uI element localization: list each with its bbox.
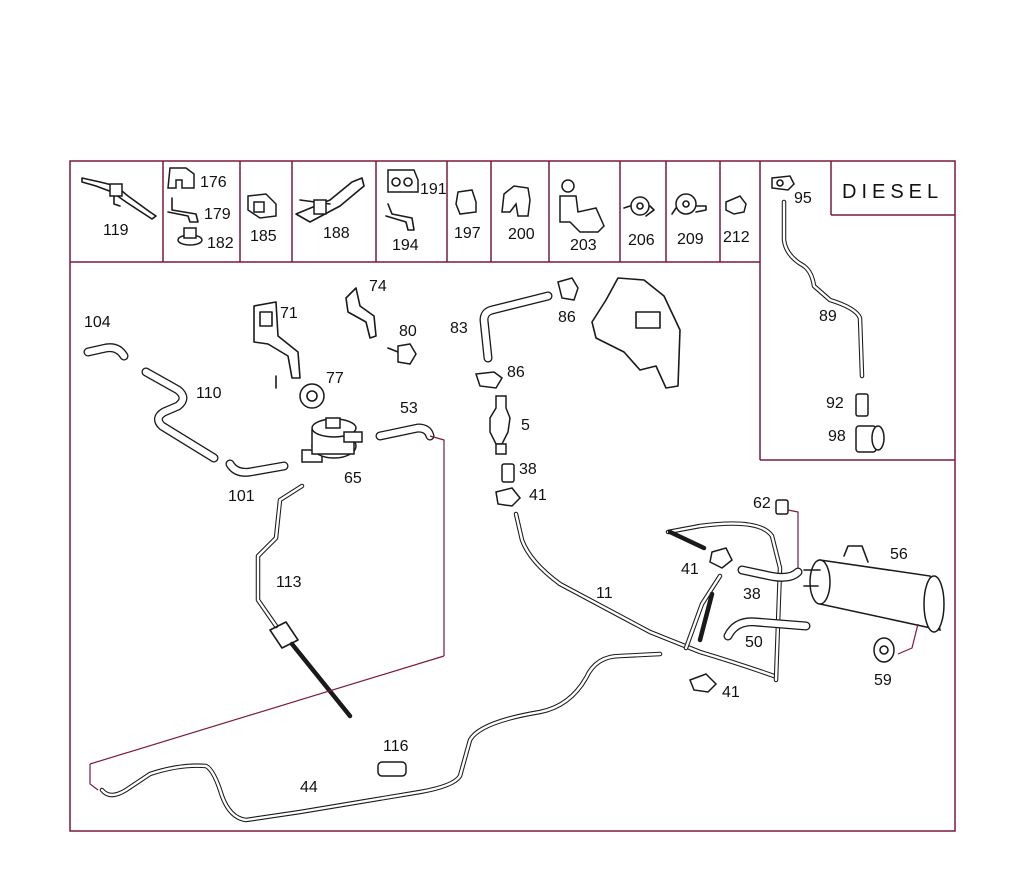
label-200: 200 [508, 226, 535, 243]
label-197: 197 [454, 225, 481, 242]
clip-209-icon [671, 193, 707, 215]
diagram-frame [69, 160, 956, 832]
clip-41a-icon [495, 487, 522, 507]
diesel-title: DIESEL [842, 181, 943, 203]
label-101: 101 [228, 488, 255, 505]
label-77: 77 [326, 370, 344, 387]
label-182: 182 [207, 235, 234, 252]
label-80: 80 [399, 323, 417, 340]
bracket-74-icon [345, 287, 377, 339]
label-203: 203 [570, 237, 597, 254]
leader-62 [787, 509, 799, 572]
clip-95-icon [771, 175, 795, 191]
label-56: 56 [890, 546, 908, 563]
valve-65-icon [301, 417, 363, 463]
clip-86b-icon [474, 371, 503, 389]
label-188: 188 [323, 225, 350, 242]
hose-83-icon [479, 291, 553, 363]
label-95: 95 [794, 190, 812, 207]
clip-179-icon [167, 197, 199, 223]
label-212: 212 [723, 229, 750, 246]
clip-185-icon [247, 193, 277, 219]
label-38a: 38 [519, 461, 537, 478]
label-113: 113 [276, 574, 302, 591]
label-110: 110 [196, 385, 222, 402]
clip-41c-icon [689, 673, 718, 693]
label-86a: 86 [558, 309, 576, 326]
cap-98-icon [855, 425, 885, 453]
label-185: 185 [250, 228, 277, 245]
leader-44-upper [89, 655, 445, 765]
label-41a: 41 [529, 487, 547, 504]
label-92: 92 [826, 395, 844, 412]
line-44-icon [99, 651, 663, 823]
sleeve-92-icon [855, 393, 869, 417]
label-53: 53 [400, 400, 418, 417]
label-50: 50 [745, 634, 763, 651]
clip-206-icon [623, 196, 655, 217]
sleeve-38a-icon [501, 463, 515, 483]
clip-212-icon [725, 195, 747, 215]
label-179: 179 [204, 206, 231, 223]
label-194: 194 [392, 237, 419, 254]
sleeve-62-icon [775, 499, 789, 515]
hose-104-icon [83, 343, 129, 361]
label-119: 119 [103, 222, 129, 239]
label-38b: 38 [743, 586, 761, 603]
label-89: 89 [819, 308, 837, 325]
label-11: 11 [596, 585, 613, 602]
hose-left-icon [683, 573, 723, 651]
label-176: 176 [200, 174, 227, 191]
clip-176-icon [167, 167, 195, 189]
leader-53 [429, 435, 445, 656]
hose-50-icon [723, 617, 811, 641]
hose-110-icon [141, 367, 219, 463]
label-86b: 86 [507, 364, 525, 381]
clip-119-icon [81, 177, 157, 220]
clip-197-icon [455, 189, 477, 215]
filter-56-icon [803, 545, 945, 633]
hose-89-icon [781, 199, 865, 379]
label-5: 5 [521, 417, 530, 434]
bracket-203-icon [559, 179, 605, 233]
clip-41b-icon [709, 547, 733, 569]
bolt-80-icon [387, 343, 417, 365]
label-83: 83 [450, 320, 468, 337]
nut-182-icon [177, 227, 203, 246]
clip-200-icon [501, 185, 531, 217]
hose-upper-icon [665, 521, 783, 683]
bracket-71-icon [253, 301, 301, 389]
label-98: 98 [828, 428, 846, 445]
label-116: 116 [383, 738, 409, 755]
label-41c: 41 [722, 684, 740, 701]
hose-113-icon [255, 483, 353, 719]
connector-5-icon [489, 395, 511, 455]
leader-59 [897, 623, 919, 655]
clip-191-icon [387, 169, 419, 193]
label-191: 191 [420, 181, 447, 198]
tie-188-icon [295, 177, 365, 223]
cover-203-icon [591, 277, 681, 389]
label-44: 44 [300, 779, 318, 796]
leader-44-lower [89, 764, 99, 791]
bracket-194-icon [385, 203, 415, 231]
label-41b: 41 [681, 561, 699, 578]
hose-53-icon [375, 423, 435, 441]
nut-59-icon [873, 637, 895, 663]
label-71: 71 [280, 305, 298, 322]
label-59: 59 [874, 672, 892, 689]
label-74: 74 [369, 278, 387, 295]
clip-86a-icon [557, 277, 579, 301]
label-65: 65 [344, 470, 362, 487]
label-62: 62 [753, 495, 771, 512]
hose-38b-icon [737, 565, 803, 582]
label-209: 209 [677, 231, 704, 248]
label-104: 104 [84, 314, 111, 331]
nut-77-icon [299, 383, 325, 409]
line-11-icon [513, 511, 777, 679]
label-206: 206 [628, 232, 655, 249]
hose-101-icon [225, 459, 289, 477]
sleeve-116-icon [377, 761, 407, 777]
